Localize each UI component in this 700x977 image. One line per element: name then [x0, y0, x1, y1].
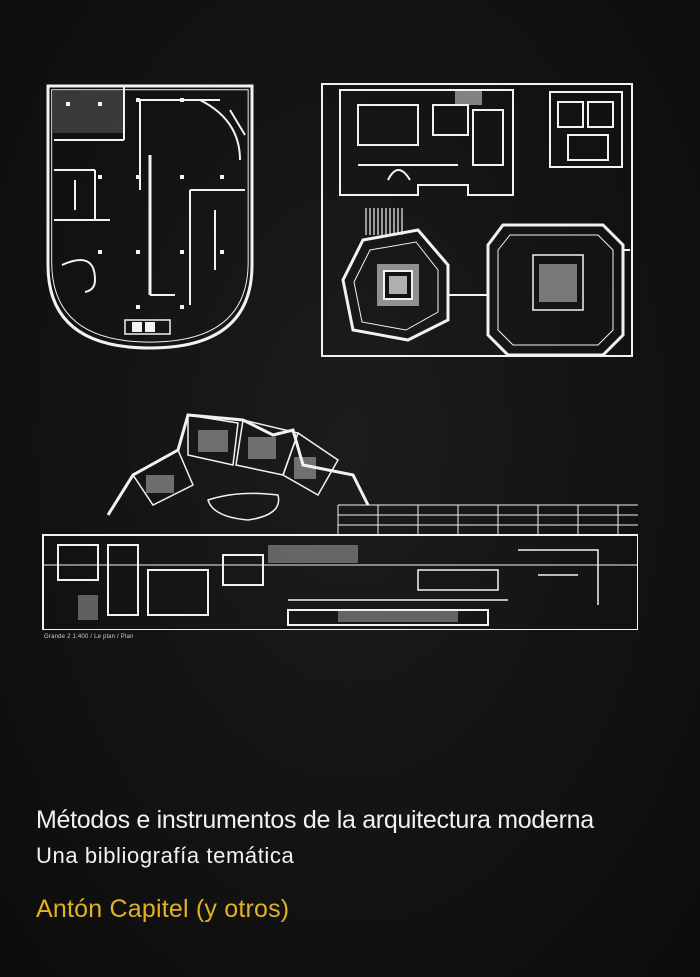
floor-plan-complex [318, 80, 638, 362]
floor-plan-villa [40, 80, 260, 355]
floor-plan-fan-building [38, 405, 638, 630]
book-title: Métodos e instrumentos de la arquitectur… [36, 806, 594, 834]
book-author: Antón Capitel (y otros) [36, 895, 290, 923]
book-subtitle: Una bibliografía temática [36, 843, 295, 868]
plan-caption: Grande 2 1:400 / Le plan / Plan [44, 634, 134, 640]
